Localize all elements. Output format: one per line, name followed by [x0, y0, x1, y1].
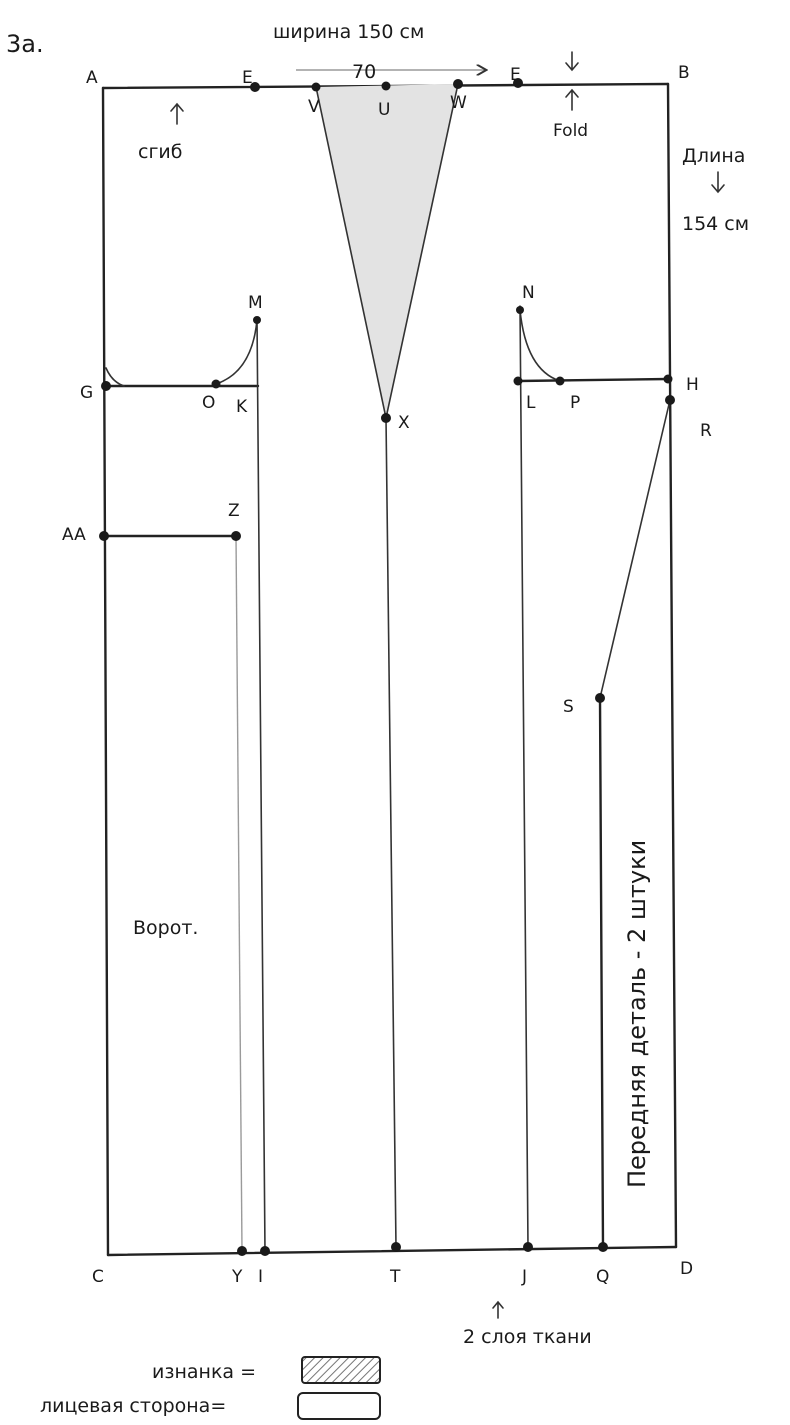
label-e2: E: [510, 65, 521, 85]
width-label: ширина 150 см: [273, 21, 424, 43]
armhole-curve-right: [519, 309, 561, 382]
armhole-curve-left: [215, 319, 258, 385]
line-m-i: [256, 317, 266, 1253]
label-n: N: [522, 283, 535, 303]
fold-arrow-icon-down: [565, 51, 579, 72]
label-aa: AA: [62, 525, 86, 545]
label-k: K: [236, 397, 248, 417]
label-y: Y: [231, 1267, 243, 1287]
point-u-dot: [381, 81, 391, 91]
legend-right-side-label: лицевая сторона=: [40, 1395, 226, 1417]
line-r-s: [599, 399, 671, 699]
label-m: M: [248, 293, 263, 313]
label-c: C: [92, 1267, 104, 1287]
length-value: 154 см: [682, 213, 749, 235]
label-u: U: [378, 100, 390, 120]
point-e2-dot: [513, 78, 523, 88]
vertical-caption: Передняя деталь - 2 штуки: [623, 840, 651, 1188]
fold-label-en: Fold: [553, 121, 588, 141]
label-e1: E: [242, 68, 253, 88]
point-h-dot: [663, 374, 673, 384]
label-t: T: [389, 1267, 401, 1287]
length-label: Длина: [682, 145, 745, 167]
legend-wrong-side-label: изнанка =: [152, 1361, 256, 1383]
point-q-dot: [598, 1242, 608, 1252]
label-j: J: [521, 1267, 527, 1287]
fold-arrow-icon-up: [565, 88, 579, 111]
point-w-dot: [453, 79, 463, 89]
line-z-y: [235, 535, 243, 1252]
corner-curve-g: [105, 367, 125, 387]
point-e1-dot: [250, 82, 260, 92]
point-z-dot: [231, 531, 241, 541]
line-n-j: [519, 305, 529, 1248]
fold-label-ru: сгиб: [138, 141, 183, 163]
width-70-label: 70: [352, 61, 376, 83]
label-r: R: [700, 421, 712, 441]
line-v-x: [315, 86, 387, 419]
label-w: W: [450, 93, 467, 113]
label-i: I: [258, 1267, 263, 1287]
line-w-x: [385, 83, 459, 419]
label-v: V: [308, 97, 320, 117]
point-l-dot: [513, 376, 523, 386]
point-i-dot: [260, 1246, 270, 1256]
point-o-dot: [211, 379, 221, 389]
legend-wrong-side-swatch: [301, 1356, 381, 1384]
legend-right-side-swatch: [297, 1392, 381, 1420]
length-arrow-icon: [711, 171, 725, 194]
figure-number: 3a.: [6, 30, 44, 58]
left-edge-line: [101, 86, 110, 1257]
point-p-dot: [555, 376, 565, 386]
label-g: G: [80, 383, 93, 403]
label-d: D: [680, 1259, 693, 1279]
fold-arrow-icon-left: [170, 102, 184, 125]
point-s-dot: [595, 693, 605, 703]
label-a: A: [86, 68, 98, 88]
label-s: S: [563, 697, 574, 717]
point-t-dot: [391, 1242, 401, 1252]
label-p: P: [570, 393, 580, 413]
label-z: Z: [228, 501, 240, 521]
label-b: B: [678, 63, 690, 83]
line-l-h: [516, 377, 670, 383]
point-m-dot: [253, 316, 261, 324]
label-l: L: [526, 393, 536, 413]
point-x-dot: [381, 413, 391, 423]
bottom-edge-line: [106, 1245, 678, 1257]
point-v-dot: [311, 82, 321, 92]
point-y-dot: [237, 1246, 247, 1256]
collar-label: Ворот.: [133, 917, 198, 939]
point-j-dot: [523, 1242, 533, 1252]
point-r-dot: [665, 395, 675, 405]
layers-label: 2 слоя ткани: [463, 1326, 592, 1348]
right-edge-line: [666, 82, 678, 1249]
line-s-q: [598, 696, 605, 1249]
point-g-dot: [101, 381, 111, 391]
layers-arrow-icon: [492, 1300, 504, 1319]
label-h: H: [686, 375, 699, 395]
label-x: X: [398, 413, 410, 433]
shaded-neck-triangle: [316, 84, 458, 418]
point-aa-dot: [99, 531, 109, 541]
label-q: Q: [596, 1267, 609, 1287]
label-o: O: [202, 393, 215, 413]
line-x-t: [385, 417, 397, 1248]
point-n-dot: [516, 306, 524, 314]
